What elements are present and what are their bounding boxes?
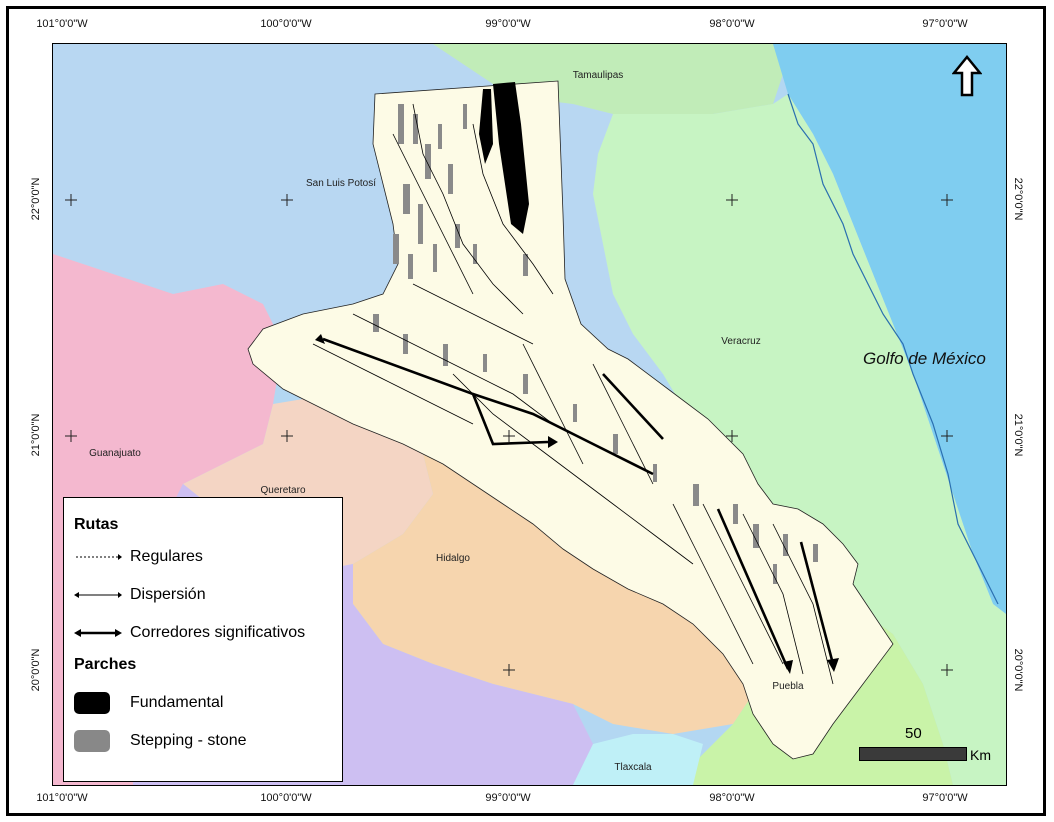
- lon-tick-bottom-98: 98°0'0"W: [709, 792, 755, 804]
- legend-row-corredores: Corredores significativos: [74, 621, 305, 645]
- lon-tick-bottom-101: 101°0'0"W: [36, 792, 88, 804]
- lat-tick-right-20: 20°0'0"N: [1012, 648, 1024, 692]
- stepping-stone-patch-swatch: [74, 729, 122, 753]
- label-gulf-of-mexico: Golfo de México: [863, 349, 986, 368]
- scale-bar: [859, 747, 967, 761]
- fundamental-patch-swatch: [74, 691, 122, 715]
- graticule-crosses: [65, 194, 953, 676]
- label-tlaxcala: Tlaxcala: [614, 762, 652, 773]
- legend-label-regulares: Regulares: [130, 548, 203, 565]
- legend-label-corredores: Corredores significativos: [130, 624, 306, 641]
- lon-tick-bottom-97: 97°0'0"W: [922, 792, 968, 804]
- dispersal-routes: [312, 103, 834, 685]
- legend-label-dispersion: Dispersión: [130, 586, 206, 603]
- label-guanajuato: Guanajuato: [89, 448, 141, 459]
- label-tamaulipas: Tamaulipas: [572, 70, 624, 81]
- legend-row-stepping-stone: Stepping - stone: [74, 729, 247, 753]
- lon-tick-top-97: 97°0'0"W: [922, 18, 968, 30]
- lon-tick-bottom-99: 99°0'0"W: [485, 792, 531, 804]
- legend-label-stepping-stone: Stepping - stone: [130, 732, 247, 749]
- lat-tick-left-22: 22°0'0"N: [30, 177, 42, 221]
- study-area: [247, 80, 894, 760]
- significant-corridors: [322, 337, 835, 670]
- lon-tick-top-99: 99°0'0"W: [485, 18, 531, 30]
- region-tlaxcala: [573, 734, 703, 785]
- legend-routes-title: Rutas: [74, 516, 119, 533]
- scale-value: 50: [905, 725, 922, 742]
- lat-tick-left-20: 20°0'0"N: [30, 648, 42, 692]
- fundamental-patches: [479, 82, 529, 234]
- label-veracruz: Veracruz: [721, 336, 761, 347]
- lat-tick-left-21: 21°0'0"N: [30, 413, 42, 457]
- stepping-stone-patches: [373, 104, 818, 584]
- legend-row-regulares: Regulares: [74, 545, 203, 569]
- scale-unit: Km: [970, 747, 991, 763]
- legend-patches-title: Parches: [74, 656, 137, 673]
- region-hidalgo: [353, 454, 753, 734]
- dispersal-route-symbol: [74, 583, 122, 607]
- legend-row-fundamental: Fundamental: [74, 691, 223, 715]
- corridor-arrowheads: [315, 334, 839, 674]
- lon-tick-top-100: 100°0'0"W: [260, 18, 312, 30]
- coastline: [787, 93, 999, 605]
- regular-route-symbol: [74, 545, 122, 569]
- lon-tick-top-98: 98°0'0"W: [709, 18, 755, 30]
- north-arrow-icon: [952, 55, 982, 97]
- lon-tick-top-101: 101°0'0"W: [36, 18, 88, 30]
- label-queretaro: Queretaro: [260, 485, 306, 496]
- lat-tick-right-21: 21°0'0"N: [1012, 413, 1024, 457]
- legend-row-dispersion: Dispersión: [74, 583, 206, 607]
- region-tamaulipas: [433, 44, 793, 124]
- label-san-luis-potosi: San Luis Potosí: [305, 178, 377, 189]
- label-puebla: Puebla: [772, 681, 804, 692]
- legend-label-fundamental: Fundamental: [130, 694, 224, 711]
- lon-tick-bottom-100: 100°0'0"W: [260, 792, 312, 804]
- region-veracruz: [593, 94, 1006, 785]
- significant-corridor-symbol: [74, 621, 122, 645]
- label-hidalgo: Hidalgo: [436, 553, 470, 564]
- lat-tick-right-22: 22°0'0"N: [1012, 177, 1024, 221]
- map-legend: Rutas Regulares Dispersión Corredores si…: [63, 497, 343, 782]
